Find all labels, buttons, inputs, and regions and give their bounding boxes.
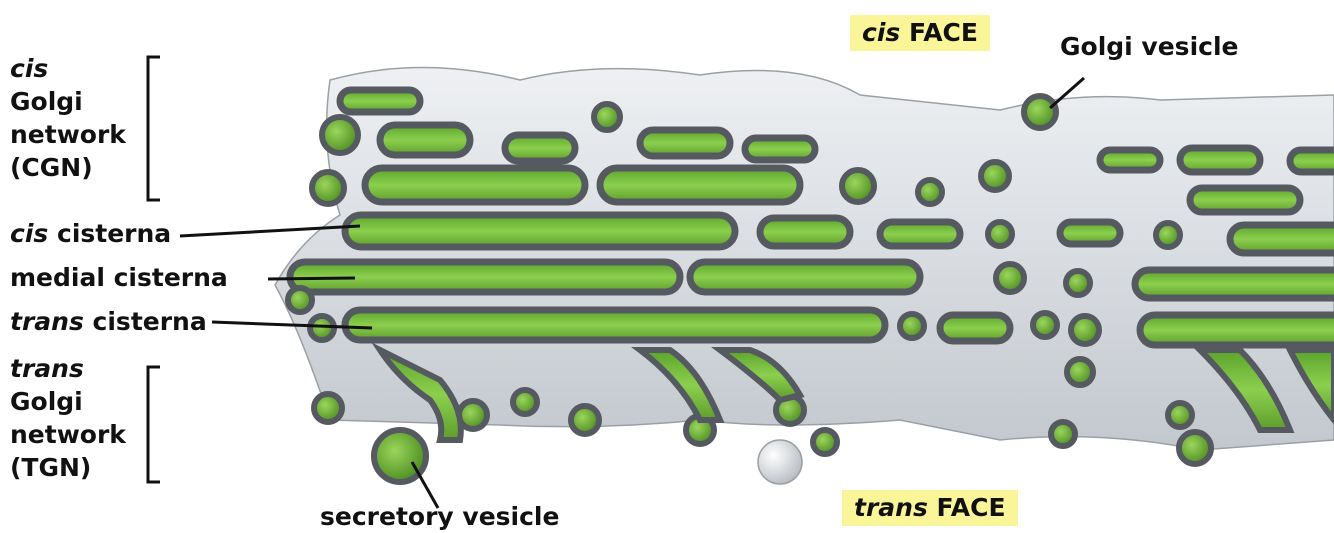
tgn-label-line4: (TGN)	[10, 451, 126, 484]
trans-face-label: trans FACE	[842, 490, 1018, 526]
cgn-label: cis Golgi network (CGN)	[10, 52, 126, 184]
tgn-bracket	[148, 367, 160, 482]
trans-cisterna-label: trans cisterna	[10, 305, 207, 338]
tgn-label-line2: Golgi	[10, 385, 126, 418]
cis-face-label: cis FACE	[850, 15, 990, 51]
secretory-vesicle-label: secretory vesicle	[320, 500, 559, 533]
tgn-label-line1: trans	[10, 352, 126, 385]
cis-cisterna-label: cis cisterna	[10, 217, 171, 250]
cgn-label-line2: Golgi	[10, 85, 126, 118]
grey-vesicle	[758, 440, 802, 484]
cgn-label-line3: network	[10, 118, 126, 151]
cgn-label-line1: cis	[10, 52, 126, 85]
medial-cisterna-label: medial cisterna	[10, 261, 228, 294]
tgn-label-line3: network	[10, 418, 126, 451]
cgn-bracket	[148, 57, 160, 200]
golgi-vesicle-label: Golgi vesicle	[1060, 30, 1238, 63]
cgn-label-line4: (CGN)	[10, 151, 126, 184]
tgn-label: trans Golgi network (TGN)	[10, 352, 126, 484]
